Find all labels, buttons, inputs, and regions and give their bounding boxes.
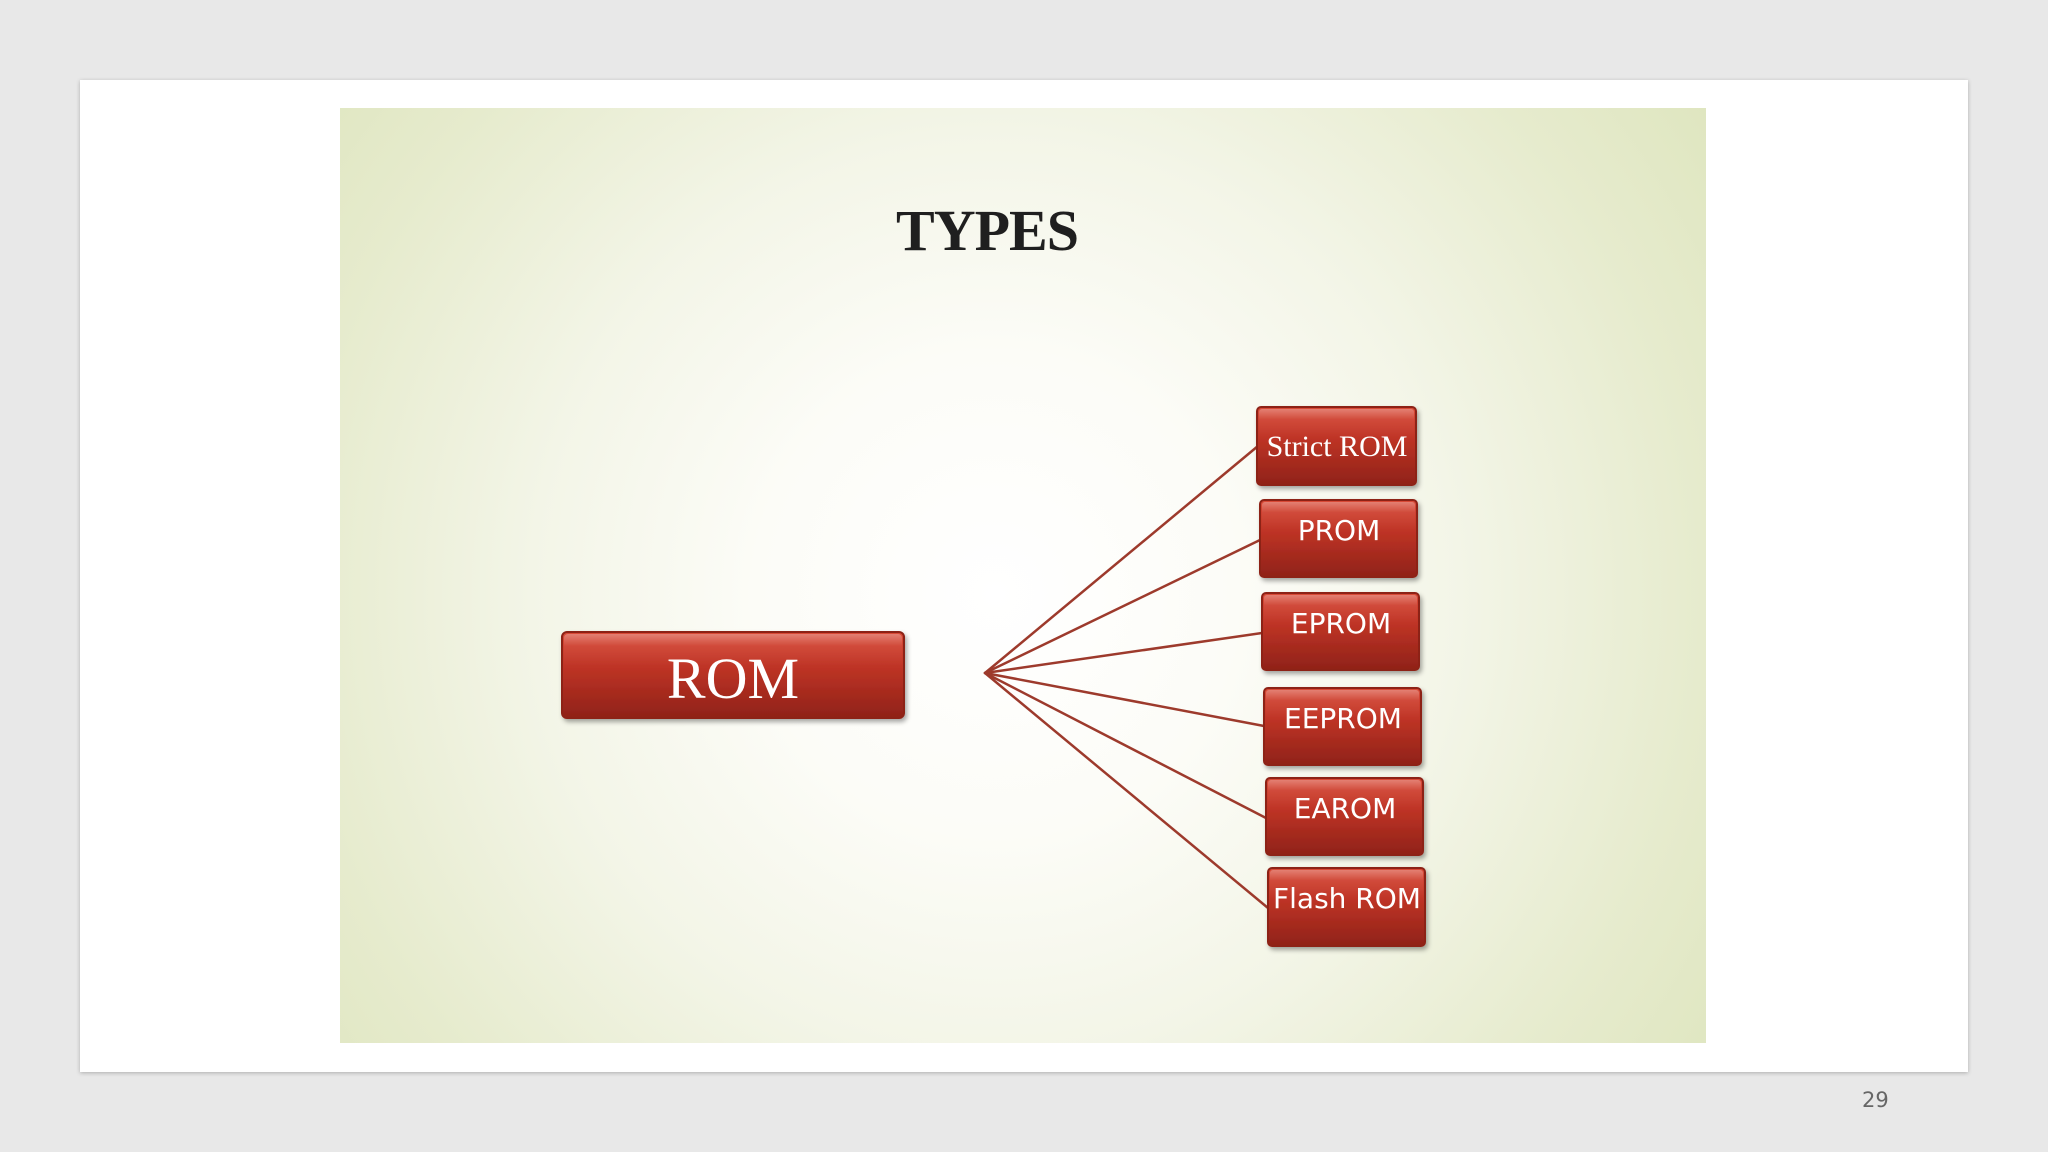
- slide-title: TYPES: [896, 198, 1078, 263]
- connector-lines: [983, 444, 1270, 910]
- rom-types-diagram: TYPES ROM Strict ROM: [561, 198, 1426, 947]
- root-node-rom: ROM: [561, 631, 905, 719]
- child-node-strict-rom: Strict ROM: [1256, 406, 1417, 486]
- slide-frame: TYPES ROM Strict ROM: [80, 80, 1968, 1072]
- child-node-eprom: EPROM: [1261, 592, 1420, 671]
- connector-to-eeprom: [983, 671, 1266, 728]
- child-node-label-prom: PROM: [1298, 514, 1381, 547]
- child-node-label-earom: EAROM: [1294, 792, 1397, 825]
- child-node-earom: EAROM: [1265, 777, 1424, 856]
- connector-to-prom: [983, 538, 1262, 675]
- child-node-eeprom: EEPROM: [1263, 687, 1422, 766]
- child-node-label-strict-rom: Strict ROM: [1267, 430, 1408, 463]
- connector-to-strict-rom: [983, 444, 1260, 675]
- connector-to-flash-rom: [983, 671, 1270, 910]
- child-node-prom: PROM: [1259, 499, 1418, 578]
- child-node-label-eprom: EPROM: [1291, 607, 1391, 640]
- connector-to-eprom: [983, 631, 1264, 675]
- root-node-label: ROM: [667, 646, 799, 711]
- page-number: 29: [1862, 1088, 1889, 1112]
- child-node-flash-rom: Flash ROM: [1267, 867, 1426, 947]
- connector-to-earom: [983, 671, 1268, 820]
- child-node-label-flash-rom: Flash ROM: [1273, 882, 1421, 915]
- slide-canvas: TYPES ROM Strict ROM: [340, 108, 1706, 1043]
- child-node-label-eeprom: EEPROM: [1284, 702, 1402, 735]
